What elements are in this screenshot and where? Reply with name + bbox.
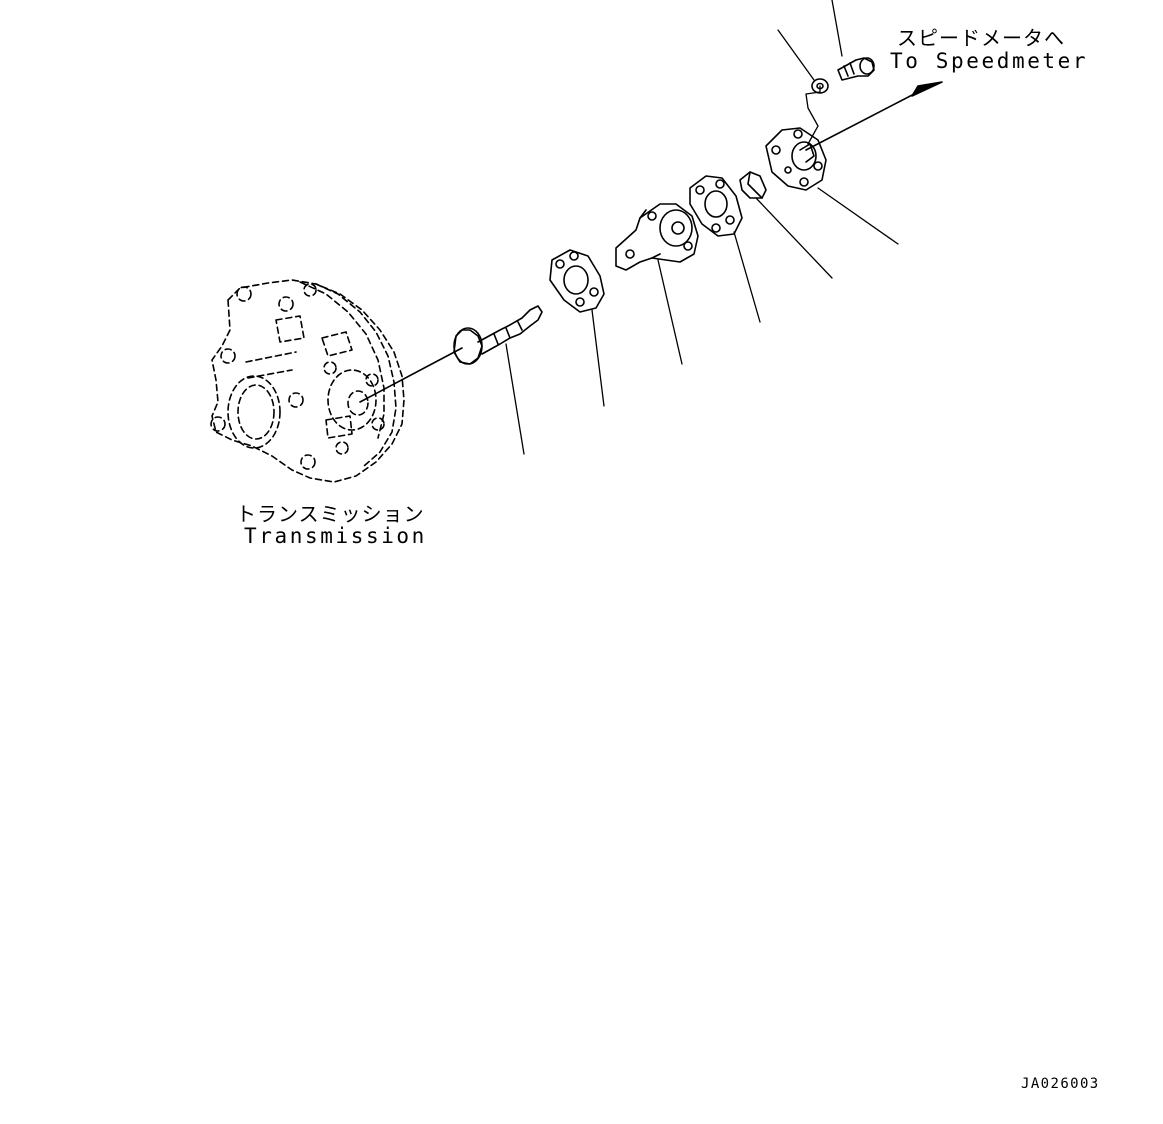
drive-gear-shaft [453, 305, 543, 365]
gasket [549, 249, 605, 313]
transmission-housing [210, 279, 405, 483]
transmission-label-jp: トランスミッション [236, 502, 425, 526]
sleeve-housing [615, 203, 699, 271]
pinion-insert [739, 171, 767, 199]
transmission-label-en: Transmission [244, 524, 427, 548]
speedometer-label-jp: スピードメータへ [897, 26, 1065, 50]
leader-lines [505, 0, 899, 455]
bolt [837, 57, 875, 81]
center-line [359, 81, 943, 403]
drawing-code: JA026003 [1021, 1076, 1100, 1092]
arrow-head [911, 81, 943, 97]
gasket [689, 175, 743, 237]
adapter-plate [765, 127, 827, 191]
speedometer-label-en: To Speedmeter [890, 49, 1089, 73]
